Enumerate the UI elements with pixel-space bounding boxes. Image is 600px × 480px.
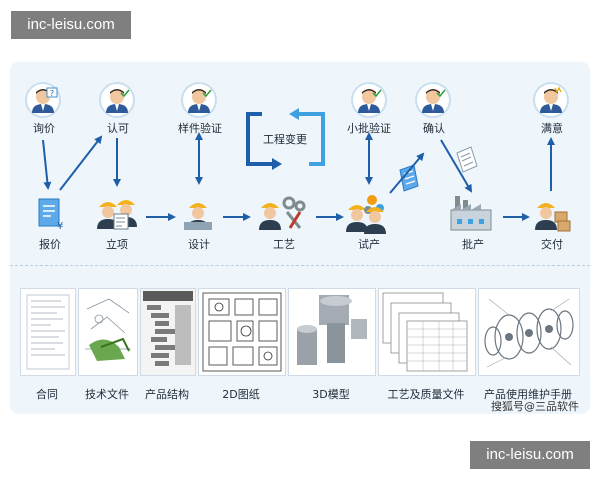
label-trial-production: 试产 — [358, 238, 380, 251]
3d-model-thumbnail — [288, 288, 376, 376]
customer-inquiry-icon: ? — [25, 82, 61, 118]
design-engineer-icon — [184, 203, 212, 230]
doc-label-tech-file: 技术文件 — [85, 388, 129, 401]
doc-label-contract: 合同 — [36, 388, 58, 401]
project-team-icon — [97, 200, 137, 230]
watermark-top: inc-leisu.com — [11, 11, 131, 39]
small-batch-person-icon — [351, 82, 387, 118]
trial-production-icon — [346, 195, 386, 234]
label-inquiry: 询价 — [33, 122, 55, 135]
delivery-courier-icon — [535, 203, 571, 232]
product-structure-thumbnail — [140, 288, 196, 376]
satisfied-person-icon — [533, 82, 569, 118]
arrow-quote-to-approve — [59, 135, 103, 191]
sample-verify-person-icon — [181, 82, 217, 118]
manual-exploded-view-thumbnail — [478, 288, 580, 376]
confirm-document-icon — [456, 146, 478, 173]
process-quality-sheets-thumbnail — [378, 288, 476, 376]
label-approve: 认可 — [107, 122, 129, 135]
process-tools-icon — [259, 196, 306, 230]
quote-document-icon: ¥ — [38, 198, 63, 232]
mass-production-factory-icon — [450, 196, 492, 231]
doc-label-product-structure: 产品结构 — [145, 388, 189, 401]
label-satisfied: 满意 — [541, 122, 563, 135]
source-credit-text: 搜狐号@三品软件 — [491, 400, 579, 413]
doc-label-3d-model: 3D模型 — [312, 388, 350, 401]
confirm-person-icon — [415, 82, 451, 118]
watermark-bottom: inc-leisu.com — [470, 441, 590, 469]
doc-label-maintenance-manual: 产品使用维护手册 — [484, 388, 572, 401]
small-batch-document-icon — [399, 164, 419, 192]
customer-approve-icon — [99, 82, 135, 118]
arrow-inquiry-to-quote — [42, 139, 52, 190]
arrow-trial-to-confirm — [389, 152, 425, 194]
label-engineering-change: 工程变更 — [263, 133, 307, 146]
label-quote: 报价 — [39, 238, 61, 251]
arrow-confirm-to-mass — [440, 139, 473, 193]
label-confirm: 确认 — [423, 122, 445, 135]
contract-doc-thumbnail — [20, 288, 76, 376]
label-project: 立项 — [106, 238, 128, 251]
tech-drawing-thumbnail — [78, 288, 138, 376]
label-small-batch-verify: 小批验证 — [347, 122, 391, 135]
label-process: 工艺 — [273, 238, 295, 251]
section-divider — [10, 265, 590, 266]
label-delivery: 交付 — [541, 238, 563, 251]
label-sample-verify: 样件验证 — [178, 122, 222, 135]
2d-drawing-thumbnail — [198, 288, 286, 376]
svg-text:¥: ¥ — [57, 221, 63, 232]
engineering-change-loop-icon — [246, 108, 325, 170]
svg-text:?: ? — [50, 89, 54, 98]
doc-label-2d-drawing: 2D图纸 — [222, 388, 260, 401]
label-design: 设计 — [188, 238, 210, 251]
doc-label-process-quality: 工艺及质量文件 — [387, 388, 465, 401]
label-mass-production: 批产 — [462, 238, 484, 251]
